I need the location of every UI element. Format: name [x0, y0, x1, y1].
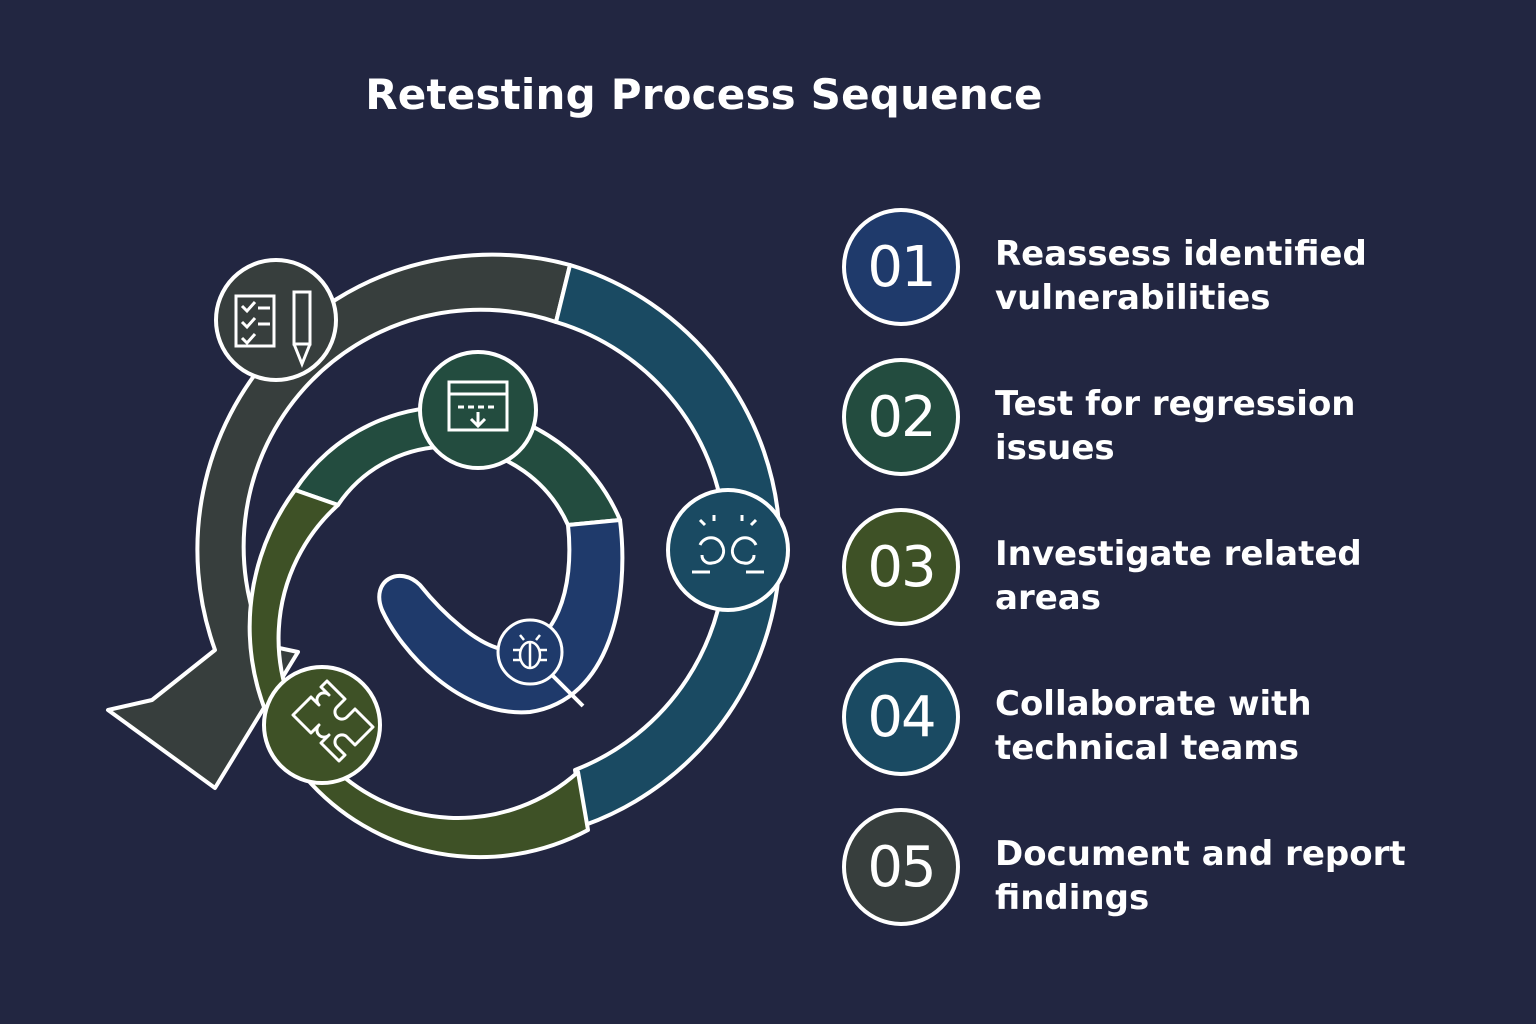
outer-arc-teal	[554, 263, 782, 827]
step-item: 04 Collaborate with technical teams	[842, 658, 1442, 808]
step-number-badge: 02	[842, 358, 960, 476]
step-number-badge: 01	[842, 208, 960, 326]
page-title: Retesting Process Sequence	[365, 70, 1043, 119]
step-item: 05 Document and report findings	[842, 808, 1442, 958]
step-label: Collaborate with technical teams	[995, 684, 1312, 768]
step-label: Reassess identified vulnerabilities	[995, 234, 1367, 318]
middle-arc-green	[293, 404, 622, 527]
step-number-badge: 04	[842, 658, 960, 776]
step-label: Investigate related areas	[995, 534, 1362, 618]
browser-download-icon	[418, 350, 538, 470]
collaboration-faces-icon	[666, 488, 790, 612]
inner-hook-blue	[377, 518, 625, 715]
middle-arc-olive	[247, 488, 590, 860]
step-number-badge: 05	[842, 808, 960, 926]
step-number-badge: 03	[842, 508, 960, 626]
puzzle-piece-icon	[262, 665, 382, 785]
step-item: 01 Reassess identified vulnerabilities	[842, 208, 1442, 358]
checklist-document-icon	[214, 258, 338, 382]
step-item: 02 Test for regression issues	[842, 358, 1442, 508]
step-label: Document and report findings	[995, 834, 1406, 918]
steps-list: 01 Reassess identified vulnerabilities 0…	[842, 208, 1442, 958]
step-label: Test for regression issues	[995, 384, 1356, 468]
bug-search-icon	[496, 618, 585, 708]
step-item: 03 Investigate related areas	[842, 508, 1442, 658]
